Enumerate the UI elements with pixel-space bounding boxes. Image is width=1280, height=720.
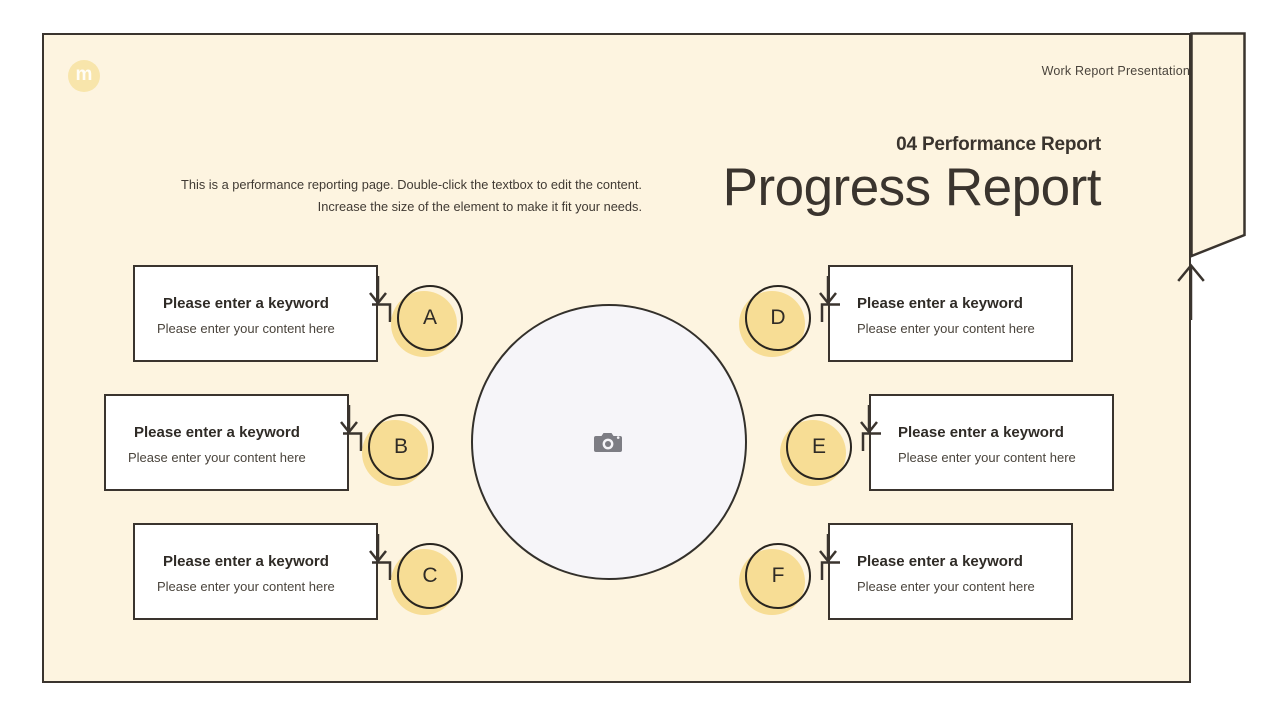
- page-description: This is a performance reporting page. Do…: [160, 174, 642, 218]
- item-b-arrow-down-icon: [337, 405, 361, 435]
- item-b-connector: [343, 431, 377, 453]
- presentation-kicker: Work Report Presentation: [1041, 64, 1190, 78]
- item-a-connector: [372, 302, 406, 324]
- item-e-badge-ring: [786, 414, 852, 480]
- item-c-arrow-down-icon: [366, 534, 390, 564]
- item-d-card[interactable]: Please enter a keyword Please enter your…: [828, 265, 1073, 362]
- item-e-keyword: Please enter a keyword: [898, 424, 1064, 441]
- page-description-line1: This is a performance reporting page. Do…: [181, 177, 642, 192]
- item-b-keyword: Please enter a keyword: [134, 424, 300, 441]
- item-a-badge-letter: A: [422, 306, 437, 329]
- item-f-connector: [806, 560, 840, 582]
- item-c-card[interactable]: Please enter a keyword Please enter your…: [133, 523, 378, 620]
- item-f-content: Please enter your content here: [857, 579, 1035, 594]
- page-title: Progress Report: [722, 158, 1102, 217]
- item-b-badge-letter: B: [393, 435, 408, 458]
- item-d-badge-letter: D: [770, 306, 786, 329]
- item-c-badge-letter: C: [422, 564, 438, 587]
- item-a-badge[interactable]: A: [391, 285, 463, 357]
- item-b-badge-ring: [368, 414, 434, 480]
- item-f-badge-ring: [745, 543, 811, 609]
- item-a-arrow-down-icon: [366, 276, 390, 306]
- item-e-badge[interactable]: E: [780, 414, 852, 486]
- bookmark-ribbon-shape: [1189, 31, 1247, 259]
- item-c-content: Please enter your content here: [157, 579, 335, 594]
- item-a-badge-ring: [397, 285, 463, 351]
- item-d-badge-ring: [745, 285, 811, 351]
- item-c-badge-ring: [397, 543, 463, 609]
- item-c-badge[interactable]: C: [391, 543, 463, 615]
- item-c-connector: [372, 560, 406, 582]
- item-a-keyword: Please enter a keyword: [163, 295, 329, 312]
- item-d-connector: [806, 302, 840, 324]
- item-b-content: Please enter your content here: [128, 450, 306, 465]
- item-b-card[interactable]: Please enter a keyword Please enter your…: [104, 394, 349, 491]
- item-a-card[interactable]: Please enter a keyword Please enter your…: [133, 265, 378, 362]
- item-d-keyword: Please enter a keyword: [857, 295, 1023, 312]
- image-placeholder[interactable]: [471, 304, 747, 580]
- section-eyebrow: 04 Performance Report: [896, 134, 1101, 155]
- item-f-badge-letter: F: [771, 564, 785, 587]
- item-f-arrow-down-icon: [816, 534, 840, 564]
- item-d-content: Please enter your content here: [857, 321, 1035, 336]
- camera-icon: [594, 433, 622, 452]
- item-b-badge[interactable]: B: [362, 414, 434, 486]
- item-f-badge[interactable]: F: [739, 543, 811, 615]
- item-a-content: Please enter your content here: [157, 321, 335, 336]
- brand-logo: m: [68, 60, 100, 92]
- item-e-content: Please enter your content here: [898, 450, 1076, 465]
- item-f-card[interactable]: Please enter a keyword Please enter your…: [828, 523, 1073, 620]
- item-c-keyword: Please enter a keyword: [163, 553, 329, 570]
- arrow-up-icon: [1174, 262, 1208, 322]
- page-description-line2: Increase the size of the element to make…: [317, 198, 642, 214]
- brand-logo-letter: m: [75, 64, 93, 85]
- item-e-card[interactable]: Please enter a keyword Please enter your…: [869, 394, 1114, 491]
- item-d-badge[interactable]: D: [739, 285, 811, 357]
- item-f-keyword: Please enter a keyword: [857, 553, 1023, 570]
- item-d-arrow-down-icon: [816, 276, 840, 306]
- item-e-connector: [847, 431, 881, 453]
- item-e-arrow-down-icon: [857, 405, 881, 435]
- item-e-badge-letter: E: [811, 435, 826, 458]
